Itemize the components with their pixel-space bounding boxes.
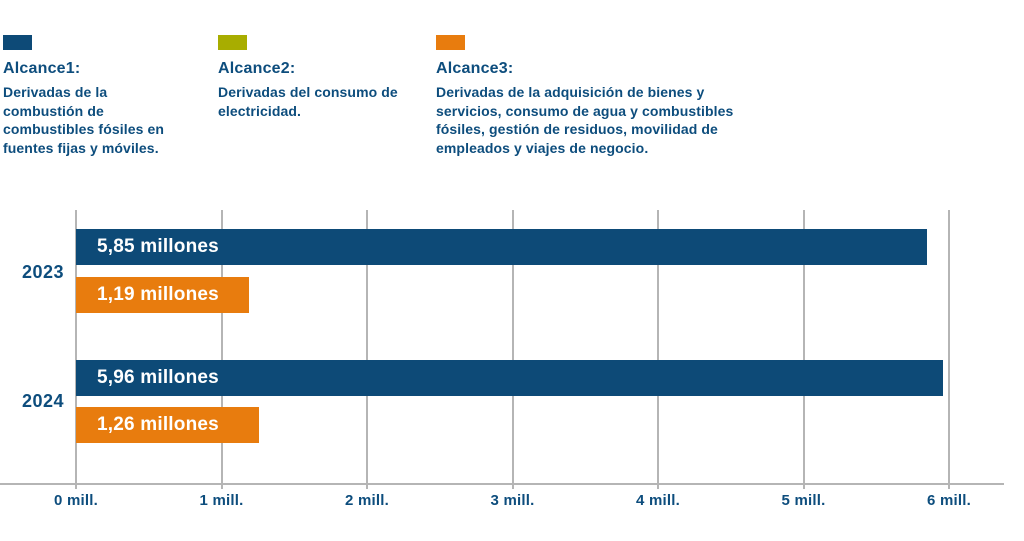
gridline-0mill (75, 210, 77, 489)
x-tick-label: 5 mill. (781, 492, 826, 509)
alcance2-title: Alcance2: (218, 60, 296, 77)
legend-item-alcance1: Alcance1: Derivadas de la combustión de … (3, 35, 165, 157)
bar-alcance3-2023: 1,19 millones (76, 277, 249, 313)
x-tick-label: 4 mill. (636, 492, 680, 509)
bar-value-label: 5,96 millones (97, 367, 219, 388)
gridline-1mill (220, 210, 223, 489)
year-label-2023: 2023 (21, 262, 64, 282)
year-label-2024: 2024 (21, 391, 64, 411)
alcance3-title: Alcance3: (436, 60, 514, 77)
bar-alcance3-2024: 1,26 millones (76, 407, 259, 443)
gridline-6mill (948, 210, 950, 489)
alcance1-color-swatch (3, 35, 32, 50)
gridline-3mill (511, 210, 514, 489)
bar-alcance1-2024: 5,96 millones (76, 360, 943, 396)
x-axis-line (0, 483, 1005, 485)
x-tick-label: 6 mill. (927, 492, 971, 509)
bar-value-label: 5,85 millones (97, 236, 219, 257)
x-tick-label: 2 mill. (345, 492, 389, 509)
bar-alcance1-2023: 5,85 millones (76, 229, 927, 265)
x-tick-label: 0 mill. (54, 492, 98, 509)
alcance3-description: Derivadas de la adquisición de bienes y … (436, 84, 734, 156)
gridline-5mill (802, 210, 805, 489)
gridline-2mill (366, 210, 368, 489)
bar-value-label: 1,26 millones (97, 414, 219, 435)
x-tick-label: 3 mill. (490, 492, 535, 509)
bar-value-label: 1,19 millones (97, 284, 219, 305)
legend-item-alcance3: Alcance3: Derivadas de la adquisición de… (436, 35, 736, 157)
alcance2-color-swatch (218, 35, 247, 50)
legend-item-alcance2: Alcance2: Derivadas del consumo de elect… (218, 35, 403, 120)
gridline-4mill (657, 210, 659, 489)
alcance1-description: Derivadas de la combustión de combustibl… (3, 84, 165, 156)
alcance2-description: Derivadas del consumo de electricidad. (218, 84, 398, 119)
alcance3-color-swatch (436, 35, 465, 50)
alcance1-title: Alcance1: (3, 60, 81, 77)
x-tick-label: 1 mill. (199, 492, 244, 509)
